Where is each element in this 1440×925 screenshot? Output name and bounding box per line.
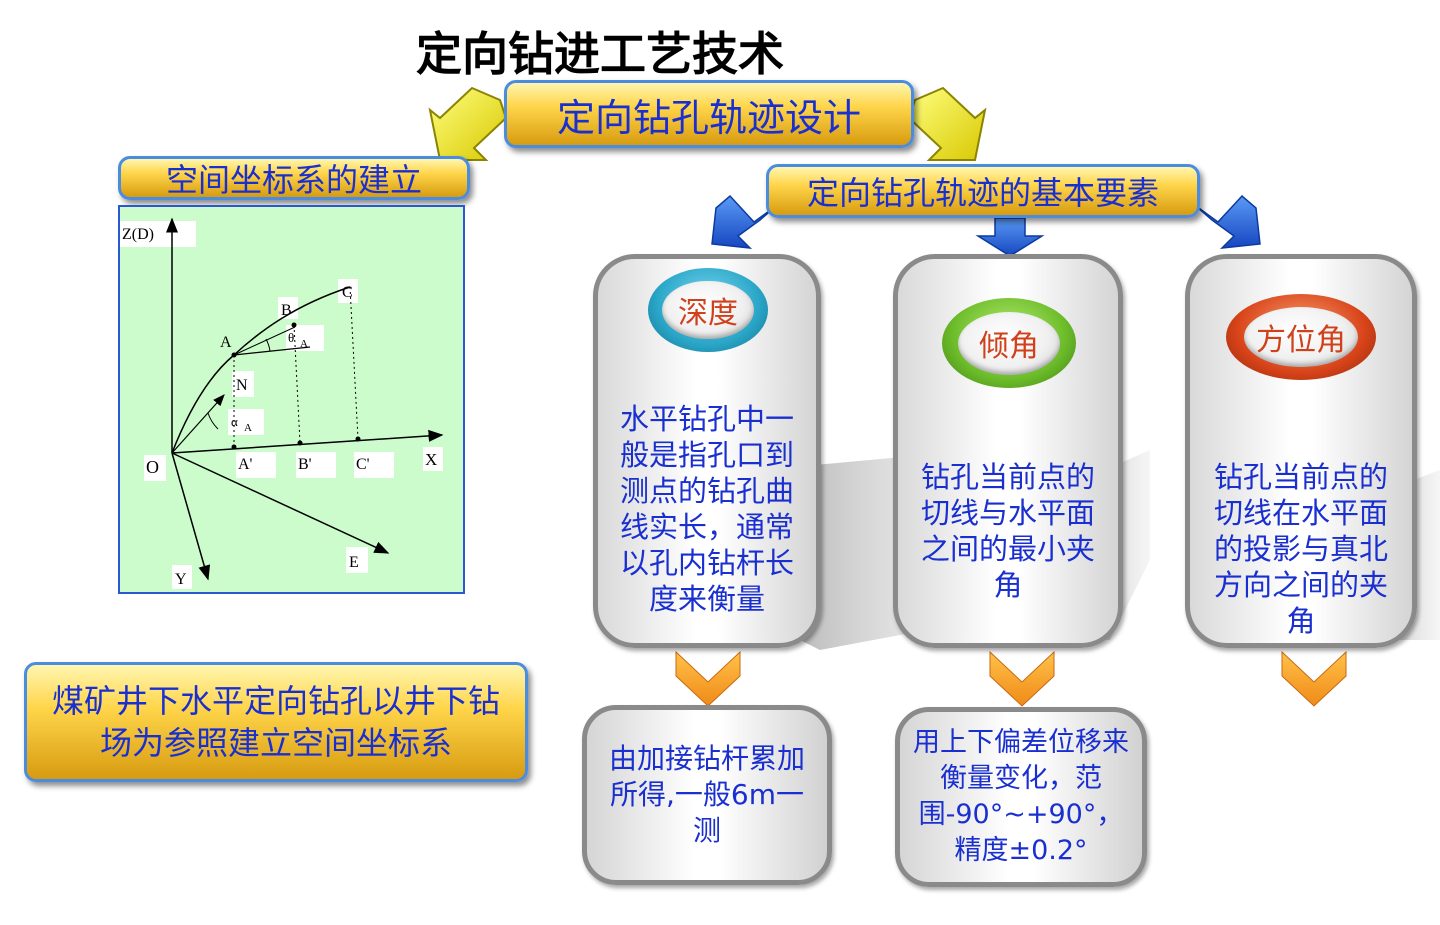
- e-axis: [171, 452, 390, 554]
- coordinate-statement-box: 煤矿井下水平定向钻孔以井下钻场为参照建立空间坐标系: [24, 662, 528, 782]
- inclination-badge-label: 倾角: [958, 311, 1060, 375]
- yellow-arrow-left-icon: [428, 86, 508, 161]
- origin-label: O: [146, 457, 159, 477]
- depth-detail-text: 由加接钻杆累加所得,一般6m一测: [608, 742, 805, 847]
- depth-badge: 深度: [648, 268, 768, 352]
- alpha-label: α: [231, 414, 238, 429]
- tangent-n-label: N: [236, 377, 248, 394]
- basic-elements-label: 定向钻孔轨迹的基本要素: [806, 174, 1159, 212]
- z-axis-label: Z(D): [122, 226, 154, 243]
- e-axis-label: E: [349, 554, 359, 571]
- blue-arrow-left-icon: [711, 194, 777, 249]
- azimuth-description: 钻孔当前点的切线在水平面的投影与真北方向之间的夹角: [1213, 460, 1388, 638]
- yellow-arrow-right-icon: [907, 86, 987, 161]
- point-a-proj-label: A': [238, 456, 253, 473]
- point-c-label: C: [342, 284, 353, 301]
- coordinate-system-label: 空间坐标系的建立: [165, 161, 422, 199]
- theta-sub-label: A: [300, 338, 308, 350]
- inclination-detail-text: 用上下偏差位移来衡量变化，范围-90°~+90°，精度±0.2°: [913, 727, 1129, 866]
- inclination-detail-card: 用上下偏差位移来衡量变化，范围-90°~+90°，精度±0.2°: [895, 707, 1147, 887]
- x-axis: [171, 429, 444, 454]
- point-a-label: A: [220, 334, 232, 351]
- alpha-sub-label: A: [244, 422, 252, 434]
- coordinate-diagram: Z(D) O X Y E A B C N A' B' C' α A θ A: [118, 205, 465, 594]
- blue-arrow-right-icon: [1195, 194, 1261, 249]
- depth-detail-card: 由加接钻杆累加所得,一般6m一测: [582, 705, 832, 885]
- point-b-label: B: [281, 302, 292, 319]
- page-title: 定向钻进工艺技术: [416, 27, 784, 81]
- coordinate-system-box: 空间坐标系的建立: [118, 156, 470, 200]
- basic-elements-box: 定向钻孔轨迹的基本要素: [766, 164, 1200, 218]
- depth-description: 水平钻孔中一般是指孔口到测点的钻孔曲线实长，通常以孔内钻杆长度来衡量: [619, 402, 794, 616]
- trajectory-design-label: 定向钻孔轨迹设计: [556, 95, 861, 140]
- theta-label: θ: [288, 330, 294, 345]
- blue-arrow-down-icon: [975, 217, 1045, 257]
- y-axis-label: Y: [175, 571, 187, 588]
- inclination-badge: 倾角: [942, 298, 1076, 388]
- coordinate-statement-text: 煤矿井下水平定向钻孔以井下钻场为参照建立空间坐标系: [51, 682, 500, 762]
- point-c-proj-label: C': [356, 456, 370, 473]
- depth-card: 水平钻孔中一般是指孔口到测点的钻孔曲线实长，通常以孔内钻杆长度来衡量: [593, 254, 821, 648]
- depth-badge-label: 深度: [662, 280, 754, 340]
- y-axis: [171, 452, 211, 581]
- azimuth-badge-label: 方位角: [1244, 306, 1358, 368]
- x-axis-label: X: [425, 450, 437, 469]
- inclination-description: 钻孔当前点的切线与水平面之间的最小夹角: [920, 460, 1095, 602]
- point-b-proj-label: B': [298, 456, 312, 473]
- chevron-down-icon: [1281, 650, 1347, 707]
- chevron-down-icon: [989, 650, 1055, 707]
- trajectory-design-box: 定向钻孔轨迹设计: [504, 80, 914, 148]
- coordinate-diagram-svg: Z(D) O X Y E A B C N A' B' C' α A θ A: [120, 217, 444, 589]
- azimuth-badge: 方位角: [1226, 294, 1376, 380]
- chevron-down-icon: [675, 650, 741, 707]
